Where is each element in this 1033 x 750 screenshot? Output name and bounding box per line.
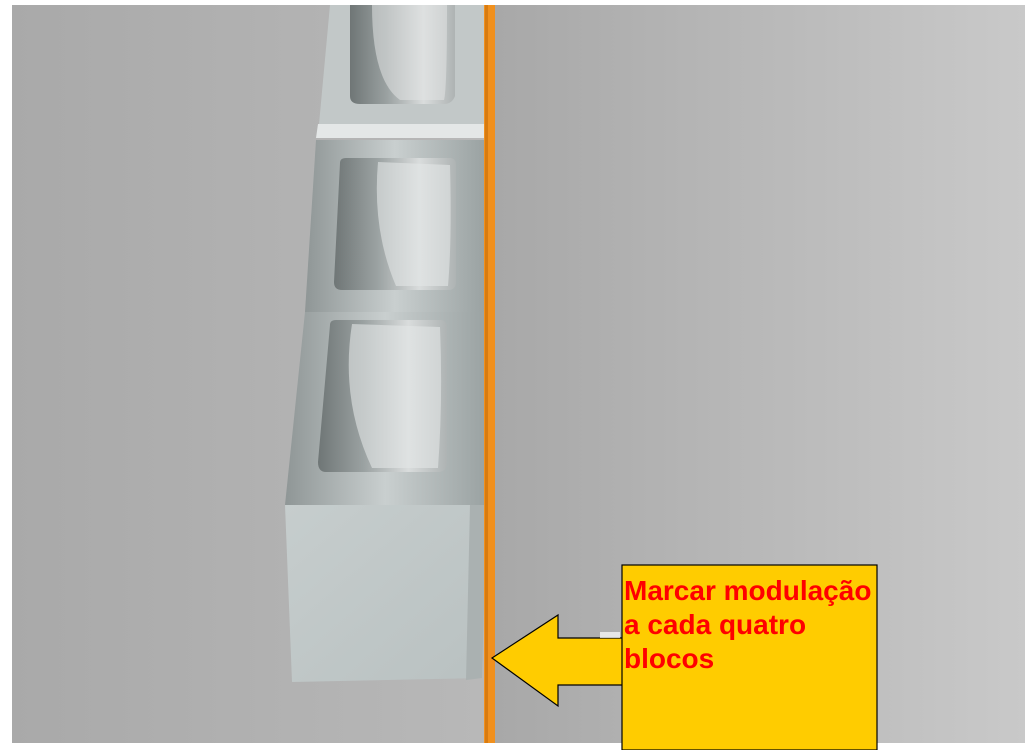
block-middle bbox=[305, 140, 485, 312]
callout-box bbox=[621, 564, 878, 750]
callout-label: Marcar modulação a cada quatro blocos bbox=[624, 575, 872, 674]
block-lower bbox=[285, 312, 486, 505]
marker-line bbox=[484, 5, 495, 743]
block-top bbox=[316, 5, 487, 138]
block-front bbox=[285, 505, 487, 682]
